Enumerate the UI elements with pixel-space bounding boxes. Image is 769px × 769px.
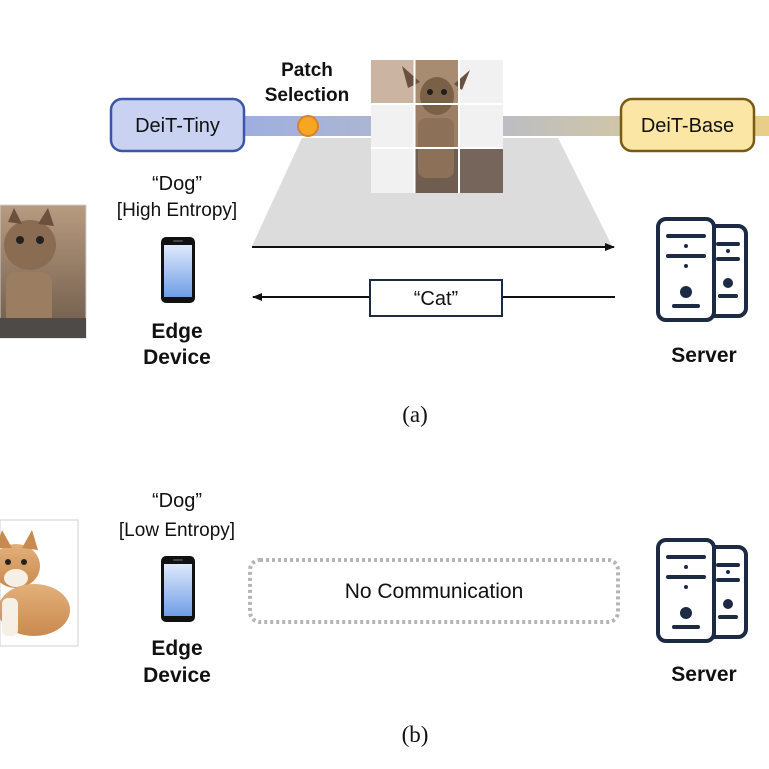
patch-grid xyxy=(371,60,503,193)
no-communication-box xyxy=(248,558,620,624)
panel-b: “Dog” [Low Entropy] Edge Device No Commu… xyxy=(0,490,748,747)
server-label-b: Server xyxy=(671,663,736,686)
deit-tiny-label: DeiT-Tiny xyxy=(135,115,220,137)
edge-device-label-b-2: Device xyxy=(143,664,211,687)
phone-icon-b xyxy=(161,556,195,622)
caption-b: (b) xyxy=(402,722,429,747)
edge-prediction-a: “Dog” xyxy=(152,173,202,195)
selection-point xyxy=(297,115,319,137)
dog-image xyxy=(0,519,79,647)
server-reply-label: “Cat” xyxy=(414,288,458,310)
server-reply-box xyxy=(369,279,503,317)
server-icon-b xyxy=(656,538,748,643)
patch-selection-label-2: Selection xyxy=(265,85,349,106)
cat-image xyxy=(0,204,87,339)
deit-base-box xyxy=(619,97,756,153)
caption-a: (a) xyxy=(402,402,428,427)
server-label-a: Server xyxy=(671,344,736,367)
server-icon xyxy=(656,217,748,322)
patch-selection-label: Patch xyxy=(281,60,333,81)
phone-icon xyxy=(161,237,195,303)
edge-device-label-a: Edge xyxy=(151,320,202,343)
deit-tiny-box xyxy=(109,97,246,153)
no-communication-label: No Communication xyxy=(345,580,524,603)
edge-device-label-a-2: Device xyxy=(143,346,211,369)
entropy-label-a: [High Entropy] xyxy=(117,200,237,221)
deit-base-label: DeiT-Base xyxy=(641,115,734,137)
entropy-label-b: [Low Entropy] xyxy=(119,520,235,541)
edge-prediction-b: “Dog” xyxy=(152,490,202,512)
panel-a: Patch Selection DeiT-Tiny DeiT-Base “Dog… xyxy=(0,60,769,427)
edge-device-label-b: Edge xyxy=(151,637,202,660)
